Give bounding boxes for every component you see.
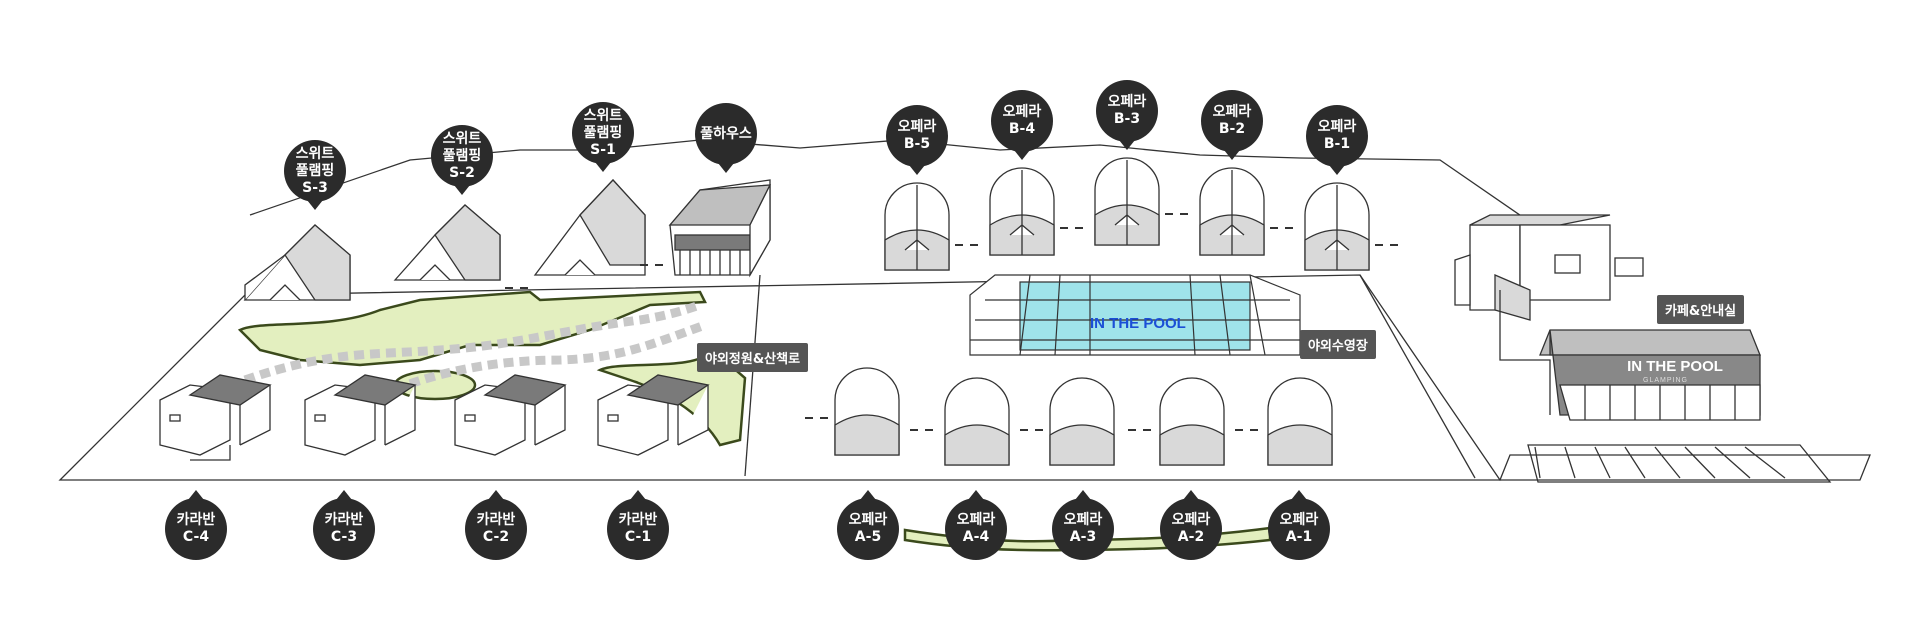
opera-tents-a — [834, 367, 1333, 466]
caravans — [159, 374, 710, 461]
pin-caravan-c2[interactable]: 카라반 C-2 — [465, 490, 527, 560]
pin-label: 오페라 — [1317, 119, 1357, 135]
tag-cafe-info[interactable]: 카페&안내실 — [1657, 295, 1745, 324]
pin-label: 카라반 — [618, 512, 658, 528]
cafe-sign-label: IN THE POOL — [1627, 358, 1723, 375]
pin-opera-b4[interactable]: 오페라 B-4 — [991, 90, 1053, 160]
pin-label: 오페라 — [1002, 104, 1042, 120]
pin-label: 오페라 — [956, 512, 996, 528]
pin-caravan-c1[interactable]: 카라반 C-1 — [607, 490, 669, 560]
pin-label: 오페라 — [897, 119, 937, 135]
pool-name-label: IN THE POOL — [1090, 315, 1186, 332]
tag-garden-walkway[interactable]: 야외정원&산책로 — [697, 343, 809, 372]
outdoor-pool — [969, 274, 1301, 356]
pin-label: 풀램핑 — [295, 162, 335, 179]
pin-poolhouse[interactable]: 풀하우스 — [695, 103, 757, 173]
pin-label: 풀하우스 — [700, 125, 752, 142]
pin-opera-a1[interactable]: 오페라 A-1 — [1268, 490, 1330, 560]
suite-tents — [243, 179, 772, 301]
pin-opera-b3[interactable]: 오페라 B-3 — [1096, 80, 1158, 150]
pin-label: 카라반 — [176, 512, 216, 528]
pin-caravan-c3[interactable]: 카라반 C-3 — [313, 490, 375, 560]
cafe-building — [1454, 214, 1761, 421]
opera-tents-b — [884, 157, 1370, 271]
pin-label: B-2 — [1218, 121, 1246, 137]
pin-label: S-1 — [590, 141, 616, 158]
pin-label: A-1 — [1285, 529, 1313, 545]
pin-label: S-3 — [302, 179, 328, 196]
pin-label: C-3 — [330, 529, 358, 545]
pin-label: B-4 — [1008, 121, 1036, 137]
pin-label: 스위트 — [442, 130, 482, 147]
pin-label: B-5 — [903, 136, 931, 152]
pin-label: 카라반 — [324, 512, 364, 528]
pin-opera-a4[interactable]: 오페라 A-4 — [945, 490, 1007, 560]
pin-label: 오페라 — [1171, 512, 1211, 528]
tag-outdoor-pool[interactable]: 야외수영장 — [1300, 330, 1376, 359]
pin-opera-a3[interactable]: 오페라 A-3 — [1052, 490, 1114, 560]
pin-opera-b1[interactable]: 오페라 B-1 — [1306, 105, 1368, 175]
pin-label: 스위트 — [295, 145, 335, 162]
pin-label: 오페라 — [1107, 94, 1147, 110]
pin-label: A-3 — [1069, 529, 1097, 545]
pin-label: 오페라 — [1063, 512, 1103, 528]
pin-label: 풀램핑 — [583, 124, 623, 141]
pin-label: C-4 — [182, 529, 210, 545]
pin-opera-b2[interactable]: 오페라 B-2 — [1201, 90, 1263, 160]
pin-label: A-5 — [854, 529, 882, 545]
pin-suite-s1[interactable]: 스위트 풀램핑 S-1 — [572, 102, 634, 172]
pin-label: C-1 — [624, 529, 652, 545]
pin-opera-b5[interactable]: 오페라 B-5 — [886, 105, 948, 175]
pin-opera-a2[interactable]: 오페라 A-2 — [1160, 490, 1222, 560]
pin-label: B-1 — [1323, 136, 1351, 152]
pin-label: 카라반 — [476, 512, 516, 528]
cafe-sign-sublabel: GLAMPING — [1643, 377, 1688, 384]
pin-label: C-2 — [482, 529, 510, 545]
pin-label: A-2 — [1177, 529, 1205, 545]
pin-label: 스위트 — [583, 107, 623, 124]
pin-label: 풀램핑 — [442, 147, 482, 164]
pin-label: 오페라 — [848, 512, 888, 528]
pin-suite-s3[interactable]: 스위트 풀램핑 S-3 — [284, 140, 346, 210]
pin-label: B-3 — [1113, 111, 1141, 127]
pin-label: 오페라 — [1212, 104, 1252, 120]
pin-suite-s2[interactable]: 스위트 풀램핑 S-2 — [431, 125, 493, 195]
pin-label: A-4 — [962, 529, 990, 545]
pin-opera-a5[interactable]: 오페라 A-5 — [837, 490, 899, 560]
pin-label: S-2 — [449, 164, 475, 181]
pin-label: 오페라 — [1279, 512, 1319, 528]
pin-caravan-c4[interactable]: 카라반 C-4 — [165, 490, 227, 560]
